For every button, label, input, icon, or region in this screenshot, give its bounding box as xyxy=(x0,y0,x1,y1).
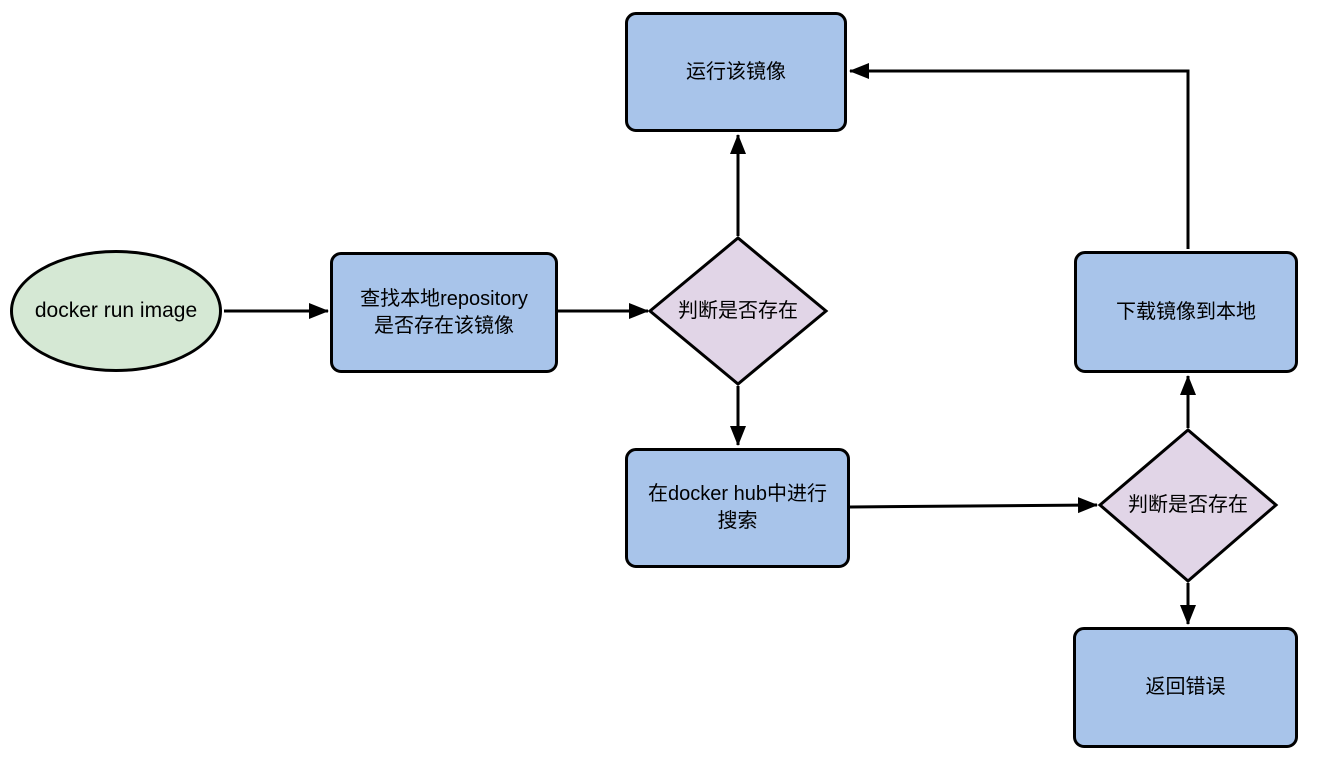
edge-download-to-run-image xyxy=(849,63,1190,249)
node-search-hub-label: 在docker hub中进行 搜索 xyxy=(648,483,827,532)
node-start-label: docker run image xyxy=(34,298,198,322)
node-error: 返回错误 xyxy=(1073,627,1298,748)
node-search-hub: 在docker hub中进行 搜索 xyxy=(625,448,850,568)
edge-search-hub-to-decision-hub xyxy=(849,497,1098,514)
node-find-local-label: 查找本地repository 是否存在该镜像 xyxy=(360,287,528,337)
node-decision-local: 判断是否存在 xyxy=(658,291,818,331)
node-download-label: 下载镜像到本地 xyxy=(1116,300,1256,323)
node-decision-local-label: 判断是否存在 xyxy=(678,299,798,322)
node-run-image-label: 运行该镜像 xyxy=(686,60,786,83)
node-download: 下载镜像到本地 xyxy=(1074,251,1298,373)
node-decision-hub-label: 判断是否存在 xyxy=(1128,493,1248,516)
node-find-local: 查找本地repository 是否存在该镜像 xyxy=(330,252,558,373)
node-decision-hub: 判断是否存在 xyxy=(1108,485,1268,525)
node-run-image: 运行该镜像 xyxy=(625,12,847,132)
node-start: docker run image xyxy=(10,250,222,372)
node-error-label: 返回错误 xyxy=(1145,676,1226,698)
